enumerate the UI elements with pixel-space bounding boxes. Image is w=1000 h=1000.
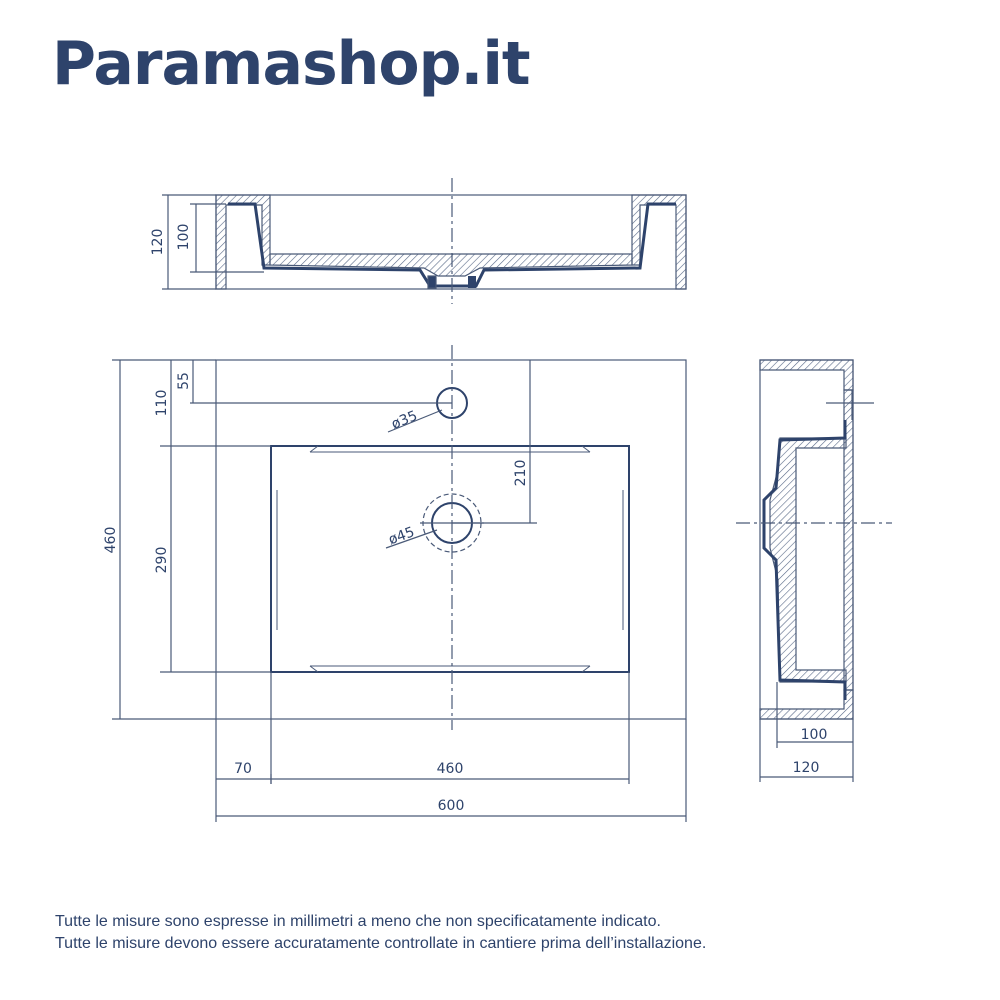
tap-hole-diameter-label: ø35 <box>389 408 419 433</box>
front-section-view <box>162 178 687 304</box>
plan-view <box>112 345 687 822</box>
front-basin-bottom <box>269 253 633 277</box>
front-drain <box>427 275 437 289</box>
note-line-1: Tutte le misure sono espresse in millime… <box>55 913 661 930</box>
dim-total-depth: 460 <box>103 527 119 554</box>
notes: Tutte le misure sono espresse in millime… <box>55 911 706 955</box>
dim-side-inner-height: 100 <box>801 727 828 743</box>
front-left-wall <box>215 194 271 290</box>
note-line-2: Tutte le misure devono essere accuratame… <box>55 935 707 952</box>
front-right-wall <box>631 194 687 290</box>
dim-front-inner-height: 100 <box>176 224 192 251</box>
plan-outline <box>215 359 687 720</box>
side-section-view <box>736 359 892 782</box>
dim-drain-offset: 210 <box>513 460 529 487</box>
dim-tap-hole-offset: 55 <box>176 372 192 390</box>
brand-logo: Paramashop.it <box>52 29 531 99</box>
plan-basin <box>270 445 630 673</box>
dim-side-outer-height: 120 <box>793 760 820 776</box>
front-basin-profile <box>228 202 676 288</box>
dim-basin-width: 460 <box>437 761 464 777</box>
dim-basin-offset: 110 <box>154 390 170 417</box>
dim-left-margin: 70 <box>234 761 252 777</box>
dim-total-width: 600 <box>438 798 465 814</box>
side-basin-profile <box>762 420 847 700</box>
dim-basin-depth: 290 <box>154 547 170 574</box>
dim-front-outer-height: 120 <box>150 229 166 256</box>
drain-diameter-label: ø45 <box>386 524 416 548</box>
